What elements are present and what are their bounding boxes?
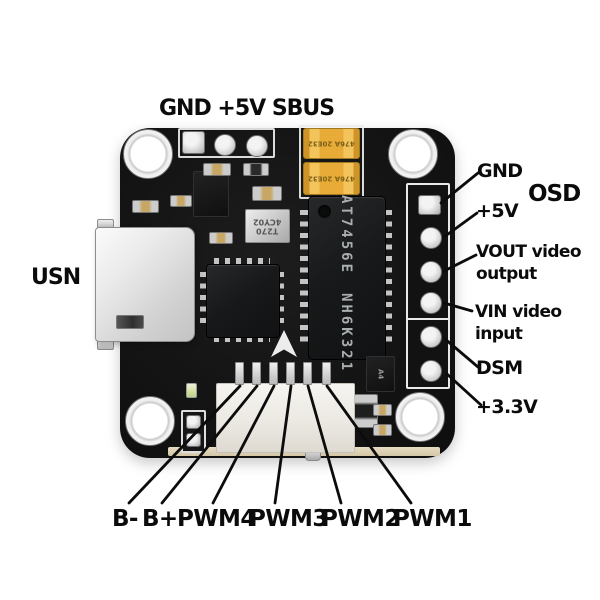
usb-slot xyxy=(116,315,144,329)
label-vin: VIN video input xyxy=(475,301,562,345)
mcu-leads-left xyxy=(200,272,208,328)
chip-leads-right xyxy=(383,210,392,348)
label-5v: +5V xyxy=(476,200,519,223)
label-vout-line1: VOUT video xyxy=(476,242,582,262)
label-vin-line1: VIN video xyxy=(475,302,562,322)
label-pwm4: PWM4 xyxy=(177,506,256,532)
label-b-minus: B- xyxy=(112,506,138,532)
label-vout-line2: output xyxy=(476,264,537,284)
label-gnd-text: GND xyxy=(477,160,523,182)
label-osd: OSD xyxy=(528,181,581,207)
label-vin-line2: input xyxy=(475,324,523,344)
top-pad-sbus xyxy=(246,135,268,157)
mounting-hole-top-left xyxy=(123,129,173,179)
pad-3v3 xyxy=(420,360,442,382)
voltage-regulator xyxy=(193,171,229,217)
label-top-pins: GND +5V SBUS xyxy=(159,96,335,121)
connector-pin-pwm4 xyxy=(269,362,278,385)
crystal-marking-line2: 4CY02 xyxy=(253,218,282,227)
tantalum-capacitor-2: 476A 20E32 xyxy=(303,162,360,195)
osd-chip xyxy=(308,196,386,360)
mounting-hole-top-right xyxy=(388,129,438,179)
chip-marking-line1: AT7456E xyxy=(338,195,354,276)
chip-pin1-dot xyxy=(318,205,331,218)
capacitor-marking: 20E32 xyxy=(308,174,333,183)
mounting-hole-bottom-left xyxy=(125,396,175,446)
mcu-leads-top xyxy=(214,258,270,266)
mcu-chip xyxy=(206,264,280,338)
top-pad-5v xyxy=(214,134,236,156)
connector-pin-pwm2 xyxy=(303,362,312,385)
capacitor-marking: 476A xyxy=(334,139,355,148)
smd-diode xyxy=(243,163,269,176)
smd-resistor xyxy=(373,424,392,436)
smd-resistor xyxy=(170,195,192,207)
smd-resistor xyxy=(373,404,392,416)
battery-pad-2 xyxy=(186,433,201,447)
battery-pad-1 xyxy=(186,415,201,429)
smd-capacitor xyxy=(252,186,282,201)
pad-vout xyxy=(420,261,442,283)
chip-marking-line2: NH6K321 xyxy=(338,292,354,373)
smd-resistor xyxy=(132,200,159,213)
label-5v-text: +5V xyxy=(476,200,519,222)
label-gnd: GND xyxy=(477,160,523,183)
label-dsm-text: DSM xyxy=(476,357,523,379)
connector-pin-b-minus xyxy=(235,362,244,385)
sot23-transistor: A4 xyxy=(366,356,395,392)
label-b-plus: B+ xyxy=(142,506,178,532)
pad-gnd xyxy=(418,195,441,215)
capacitor-marking: 476A xyxy=(334,174,355,183)
label-dsm: DSM xyxy=(476,357,523,380)
top-pad-gnd xyxy=(182,131,205,154)
smd-capacitor xyxy=(209,232,233,244)
tantalum-capacitor-1: 476A 20E32 xyxy=(303,128,360,159)
label-3v3: +3.3V xyxy=(476,396,538,419)
status-led xyxy=(186,383,197,398)
smd-resistor xyxy=(203,163,231,176)
mcu-leads-bottom xyxy=(214,334,270,342)
pad-vin xyxy=(420,292,442,314)
connector-pin-pwm3 xyxy=(286,362,295,385)
label-pwm3: PWM3 xyxy=(249,506,328,532)
label-pwm1: PWM1 xyxy=(393,506,472,532)
connector-pin-pwm1 xyxy=(322,362,331,385)
pad-5v xyxy=(420,227,442,249)
label-vout: VOUT video output xyxy=(476,241,582,285)
label-usb: USN xyxy=(31,265,81,290)
top-pads-silkscreen xyxy=(178,128,275,158)
pad-dsm xyxy=(420,326,442,348)
jst-connector xyxy=(216,383,355,453)
chip-leads-left xyxy=(300,210,309,348)
right-pin-header-divider xyxy=(406,318,450,320)
connector-pin-b-plus xyxy=(252,362,261,385)
mounting-hole-bottom-right xyxy=(395,392,445,442)
capacitor-marking: 20E32 xyxy=(308,139,333,148)
label-3v3-text: +3.3V xyxy=(476,396,538,418)
crystal-marking-line1: T270 xyxy=(256,226,279,236)
usb-connector xyxy=(95,227,195,342)
osd-chip-marking: AT7456E NH6K321 xyxy=(308,195,384,372)
sot23-marking: A4 xyxy=(376,368,385,380)
label-pwm2: PWM2 xyxy=(321,506,400,532)
mcu-leads-right xyxy=(276,272,284,328)
